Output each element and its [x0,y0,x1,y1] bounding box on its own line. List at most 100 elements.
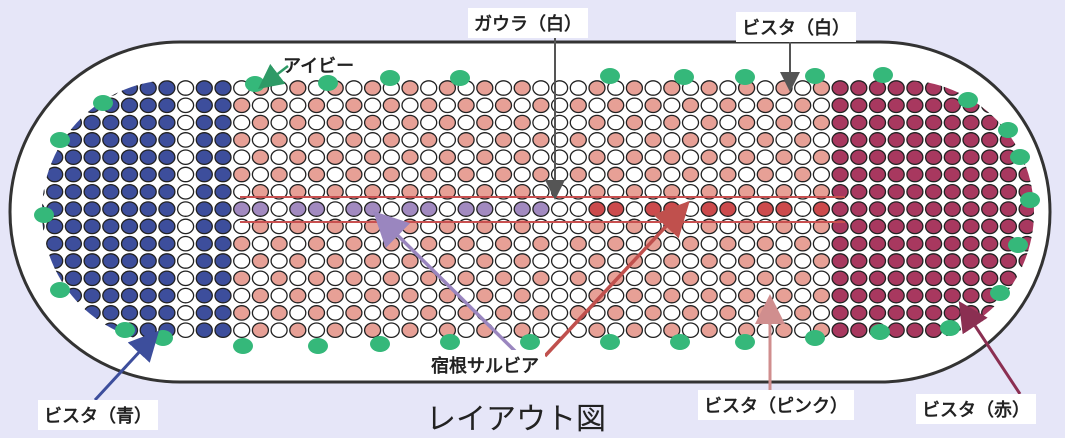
plant-dot [496,288,512,302]
plant-dot [327,271,343,285]
plant-dot [477,81,493,95]
plant-dot [888,185,904,199]
ivy-dot [873,67,893,83]
plant-dot [776,202,792,216]
plant-dot [926,237,942,251]
plant-dot [234,98,250,112]
plant-dot [626,288,642,302]
plant-dot [664,306,680,320]
plant-dot [720,81,736,95]
plant-dot [84,167,100,181]
ivy-dot [670,334,690,350]
plant-dot [645,254,661,268]
plant-dot [383,98,399,112]
plant-dot [870,133,886,147]
plant-dot [982,219,998,233]
plant-dot [757,150,773,164]
plant-dot [271,306,287,320]
plant-dot [252,254,268,268]
plant-dot [496,306,512,320]
plant-dot [159,81,175,95]
plant-dot [813,306,829,320]
plant-dot [664,115,680,129]
plant-dot [963,167,979,181]
plant-dot [851,306,867,320]
plant-dot [215,288,231,302]
plant-dot [795,202,811,216]
plant-dot [926,271,942,285]
plant-dot [402,133,418,147]
plant-dot [215,167,231,181]
plant-dot [84,254,100,268]
plant-dot [720,323,736,337]
plant-dot [402,323,418,337]
plant-dot [739,237,755,251]
plant-dot [982,133,998,147]
plant-dot [907,185,923,199]
plant-dot [290,115,306,129]
plant-dot [122,271,138,285]
plant-dot [701,271,717,285]
plant-dot [926,150,942,164]
plant-dot [365,81,381,95]
label-ivy: アイビー [283,52,354,78]
plant-dot [140,254,156,268]
plant-dot [178,133,194,147]
plant-dot [533,271,549,285]
plant-dot [589,237,605,251]
plant-dot [776,323,792,337]
plant-dot [346,115,362,129]
plant-dot [645,133,661,147]
plant-dot [234,323,250,337]
plant-dot [309,167,325,181]
plant-dot [458,115,474,129]
plant-dot [365,306,381,320]
plant-dot [795,81,811,95]
plant-dot [626,271,642,285]
plant-dot [140,219,156,233]
plant-dot [84,237,100,251]
plant-dot [832,150,848,164]
plant-dot [870,115,886,129]
plant-dot [477,271,493,285]
plant-dot [720,271,736,285]
plant-dot [234,237,250,251]
plant-dot [851,81,867,95]
plant-dot [533,98,549,112]
plant-dot [365,167,381,181]
plant-dot [570,98,586,112]
plant-dot [832,167,848,181]
plant-dot [196,254,212,268]
plant-dot [290,150,306,164]
plant-dot [907,288,923,302]
plant-dot [645,323,661,337]
plant-dot [570,150,586,164]
plant-dot [271,271,287,285]
plant-dot [1038,306,1054,320]
plant-dot [795,150,811,164]
plant-dot [533,150,549,164]
plant-dot [309,98,325,112]
label-vista-blue: ビスタ（青） [38,400,158,430]
plant-dot [944,167,960,181]
plant-dot [1038,81,1054,95]
plant-dot [701,150,717,164]
plant-dot [496,150,512,164]
plant-dot [888,271,904,285]
plant-dot [776,306,792,320]
plant-dot [402,167,418,181]
plant-dot [234,271,250,285]
plant-dot [1057,254,1065,268]
plant-dot [103,133,119,147]
plant-dot [963,271,979,285]
plant-dot [65,185,81,199]
plant-dot [813,237,829,251]
plant-dot [795,98,811,112]
plant-dot [683,98,699,112]
plant-dot [720,288,736,302]
plant-dot [1019,81,1035,95]
plant-dot [776,288,792,302]
plant-dot [888,219,904,233]
plant-dot [608,133,624,147]
plant-dot [888,81,904,95]
